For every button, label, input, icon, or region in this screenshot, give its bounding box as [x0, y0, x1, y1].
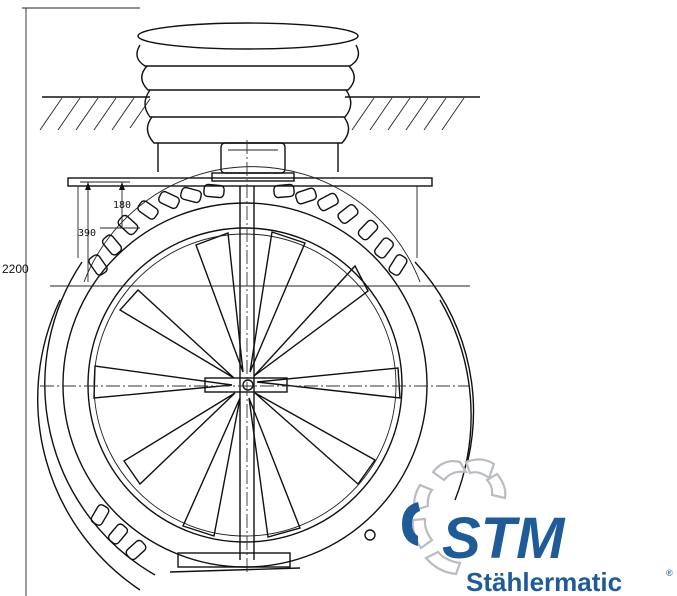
top-cover-plate — [67, 177, 433, 258]
ground-hatching — [39, 96, 480, 131]
lower-grippers — [90, 504, 376, 561]
gripper-chain — [88, 183, 408, 276]
logo-registered-mark: ® — [666, 568, 673, 578]
stm-swirl-logo-icon — [402, 458, 507, 576]
logo-company-name: Stählermatic — [466, 567, 622, 596]
drive-motor — [211, 142, 295, 182]
bottom-bearing — [169, 552, 301, 573]
dimension-inner: 180 — [113, 200, 131, 211]
dimension-outer: 390 — [78, 228, 96, 239]
rotor-disc — [62, 202, 428, 568]
dimension-lines — [22, 7, 140, 596]
bellows-housing — [136, 22, 360, 172]
rotor-hub — [204, 140, 288, 575]
center-lines — [40, 285, 470, 387]
rotor-blades — [93, 231, 401, 538]
logo-wordmark: STM — [442, 506, 566, 571]
dimension-overall-height: 2200 — [2, 262, 29, 276]
